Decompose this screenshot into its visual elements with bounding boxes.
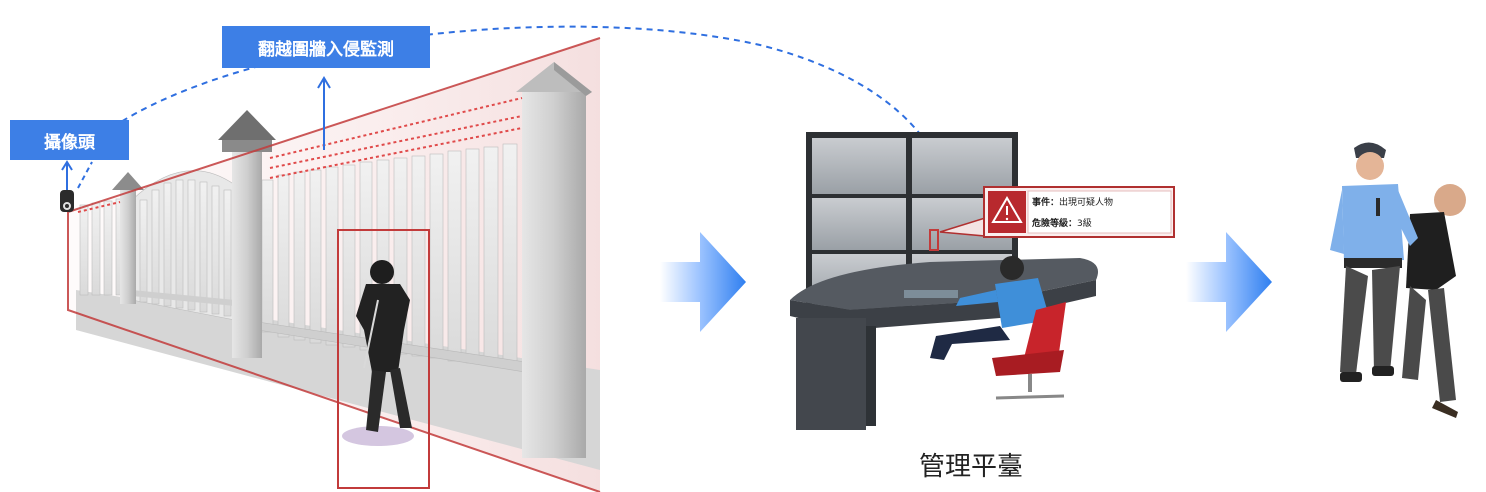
suspect-figure [1402,184,1466,418]
flow-arrow-icon-2 [1186,232,1272,332]
intruder-detection-box [337,229,430,489]
laser-lines [77,97,523,213]
control-room-scene [790,132,1175,430]
intrusion-detection-tag-label: 翻越圍牆入侵監測 [258,39,394,60]
dashed-link [94,25,950,213]
fence-scene [60,37,601,492]
intrusion-pointer [317,76,331,150]
detection-plane-edge [67,37,601,492]
camera-tag-label: 攝像頭 [44,132,95,153]
fence-pillars [112,62,592,458]
alert-event-value: 出現可疑人物 [1059,198,1114,208]
warning-icon [991,196,1023,223]
guard-figure [1330,142,1418,382]
alert-text: 事件：出現可疑人物 危險等級：3級 [1032,193,1167,235]
intruder-figure [342,260,414,446]
guard-arrest-scene [1330,142,1466,418]
alert-danger-row: 危險等級：3級 [1032,214,1167,235]
alert-danger-label: 危險等級： [1032,219,1078,229]
monitor-screen [812,138,906,194]
flow-arrow-icon [660,232,746,332]
intrusion-detection-tag: 翻越圍牆入侵監測 [222,26,430,68]
camera-icon [60,190,74,212]
management-platform-label: 管理平臺 [918,452,1023,482]
monitor-screen [812,198,906,250]
camera-pointer [61,160,93,190]
alert-danger-value: 3級 [1077,219,1092,229]
alert-event-label: 事件： [1032,198,1060,208]
office-chair [992,302,1066,400]
camera-tag: 攝像頭 [10,120,129,160]
alert-event-row: 事件：出現可疑人物 [1032,193,1167,214]
monitor-screen [912,138,1012,194]
